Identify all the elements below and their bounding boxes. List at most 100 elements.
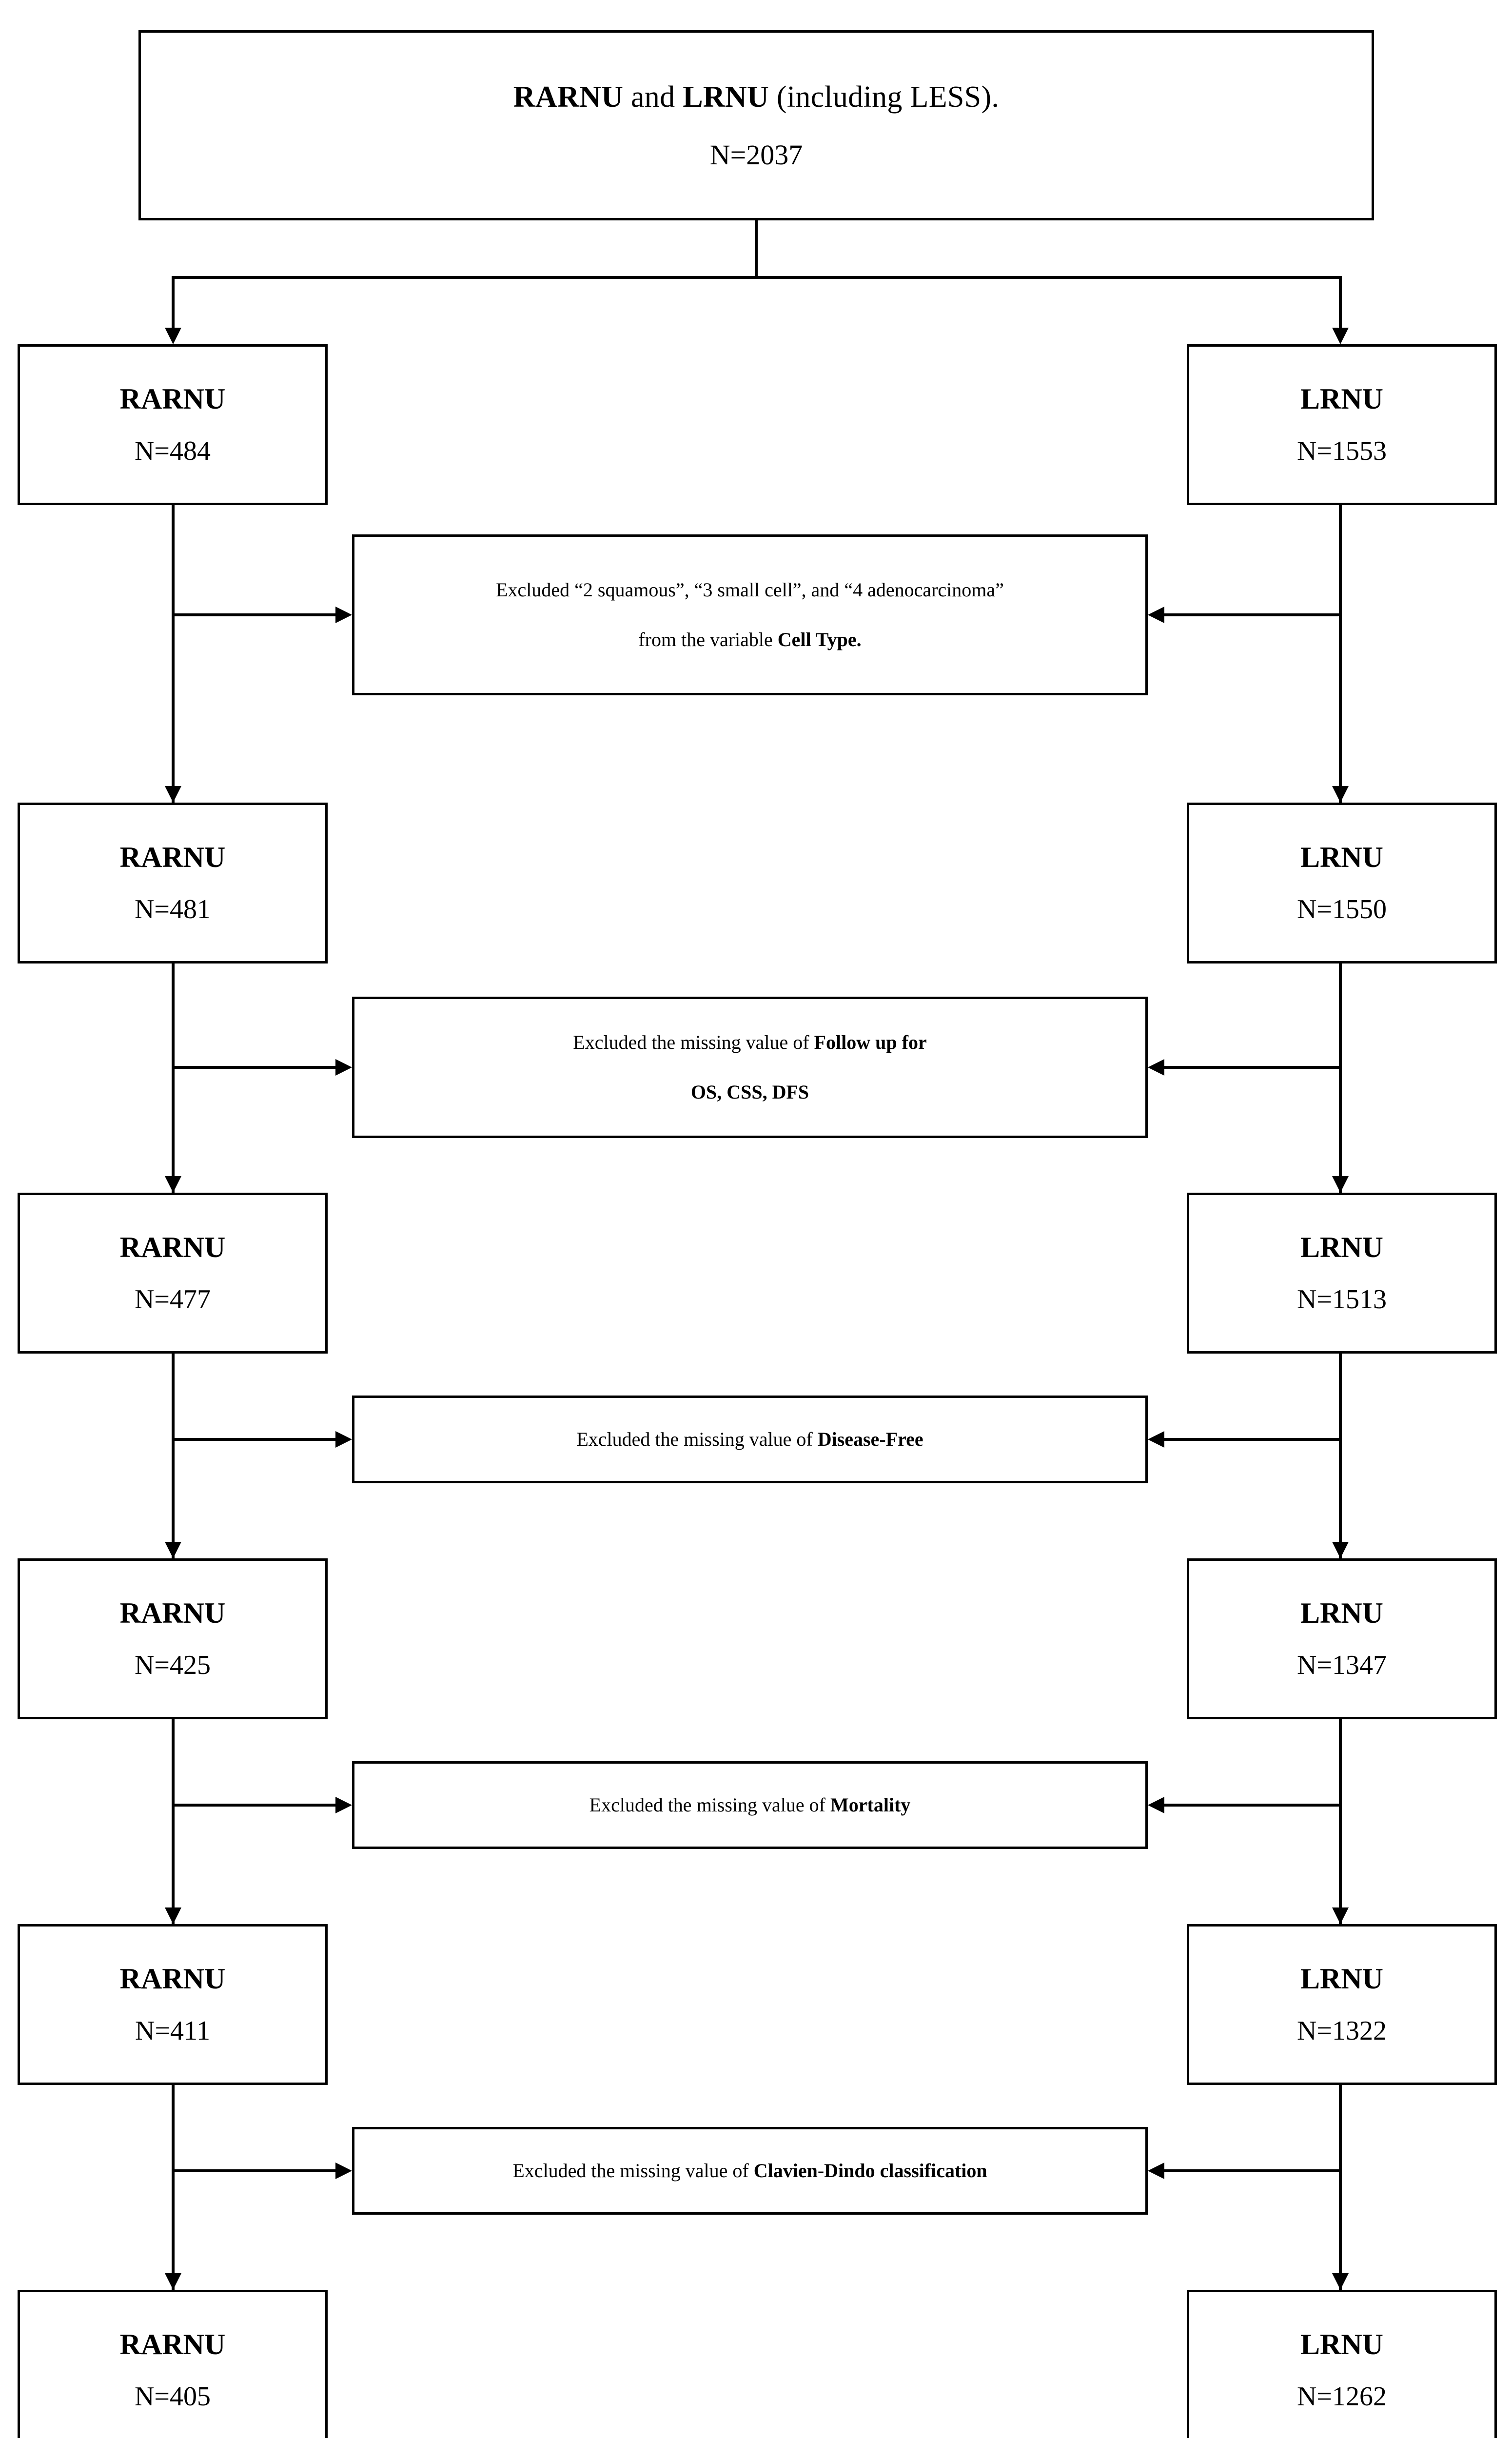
exclusion-line-1: Excluded the missing value of Clavien-Di… [512, 2158, 987, 2183]
node-lrnu-stage-1: LRNU N=1553 [1187, 344, 1497, 505]
exclusion-line-2-normal: from the variable [638, 629, 778, 650]
node-rarnu-stage-6: RARNU N=405 [18, 2290, 328, 2438]
node-count: N=484 [134, 436, 211, 467]
node-count: N=1513 [1296, 1284, 1387, 1315]
arrowhead-to-rarnu-4 [165, 1542, 181, 1558]
node-count: N=1553 [1296, 436, 1387, 467]
exclusion-box-3: Excluded the missing value of Disease-Fr… [352, 1396, 1148, 1483]
node-label: LRNU [1300, 1231, 1383, 1264]
enrollment-title: RARNU and LRNU (including LESS). [513, 79, 999, 117]
enrollment-title-suffix: (including LESS). [769, 80, 1000, 114]
exclusion-line-1-normal: Excluded the missing value of [573, 1031, 814, 1053]
connector-lrnu-to-exclusion-3 [1164, 1438, 1339, 1441]
enrollment-title-bold-rarnu: RARNU [513, 80, 624, 114]
exclusion-line-2-bold: Cell Type. [777, 629, 862, 650]
connector-lrnu-to-exclusion-5 [1164, 2169, 1339, 2172]
arrowhead-exclusion-2-right [1148, 1059, 1164, 1076]
arrowhead-to-lrnu-6 [1332, 2273, 1349, 2290]
node-label: LRNU [1300, 1963, 1383, 1995]
exclusion-line-1-normal: Excluded the missing value of [512, 2160, 754, 2182]
node-rarnu-stage-4: RARNU N=425 [18, 1558, 328, 1719]
connector-lrnu-1-to-2 [1339, 505, 1342, 803]
exclusion-line-1: Excluded the missing value of Disease-Fr… [576, 1427, 923, 1452]
node-count: N=477 [134, 1284, 211, 1315]
exclusion-line-1-normal: Excluded the missing value of [589, 1794, 830, 1816]
exclusion-line-2: from the variable Cell Type. [638, 627, 861, 652]
node-label: LRNU [1300, 1597, 1383, 1630]
connector-lrnu-3-to-4 [1339, 1354, 1342, 1558]
node-label: RARNU [119, 1597, 226, 1630]
node-rarnu-stage-1: RARNU N=484 [18, 344, 328, 505]
exclusion-box-4: Excluded the missing value of Mortality [352, 1761, 1148, 1849]
connector-top-stem [755, 220, 758, 279]
node-label: RARNU [119, 1963, 226, 1995]
node-label: RARNU [119, 2328, 226, 2361]
arrowhead-exclusion-1-right [1148, 607, 1164, 623]
exclusion-box-1: Excluded “2 squamous”, “3 small cell”, a… [352, 534, 1148, 695]
connector-rarnu-to-exclusion-1 [172, 613, 335, 616]
node-count: N=425 [134, 1650, 211, 1681]
arrowhead-to-rarnu-1 [165, 328, 181, 344]
node-lrnu-stage-4: LRNU N=1347 [1187, 1558, 1497, 1719]
exclusion-line-1-bold: Disease-Free [817, 1428, 923, 1450]
node-label: RARNU [119, 383, 226, 415]
connector-split-bar [172, 276, 1342, 279]
arrowhead-to-lrnu-3 [1332, 1176, 1349, 1193]
enrollment-title-mid: and [623, 80, 683, 114]
node-label: LRNU [1300, 2328, 1383, 2361]
exclusion-line-1-normal: Excluded the missing value of [576, 1428, 818, 1450]
arrowhead-exclusion-5-right [1148, 2163, 1164, 2179]
connector-rarnu-to-exclusion-3 [172, 1438, 335, 1441]
node-rarnu-stage-2: RARNU N=481 [18, 803, 328, 963]
arrowhead-to-lrnu-5 [1332, 1907, 1349, 1924]
node-label: RARNU [119, 841, 226, 874]
arrowhead-to-rarnu-6 [165, 2273, 181, 2290]
connector-lrnu-to-exclusion-1 [1164, 613, 1339, 616]
enrollment-count: N=2037 [709, 138, 803, 171]
arrowhead-exclusion-4-left [335, 1797, 352, 1813]
arrowhead-exclusion-3-right [1148, 1431, 1164, 1448]
node-lrnu-stage-2: LRNU N=1550 [1187, 803, 1497, 963]
exclusion-line-1-bold: Clavien-Dindo classification [753, 2160, 987, 2182]
arrowhead-exclusion-1-left [335, 607, 352, 623]
exclusion-line-1-bold: Mortality [830, 1794, 911, 1816]
connector-rarnu-5-to-6 [172, 2085, 175, 2290]
node-label: LRNU [1300, 383, 1383, 415]
arrowhead-exclusion-3-left [335, 1431, 352, 1448]
connector-split-right [1339, 276, 1342, 331]
connector-lrnu-to-exclusion-4 [1164, 1804, 1339, 1807]
node-label: RARNU [119, 1231, 226, 1264]
connector-lrnu-2-to-3 [1339, 963, 1342, 1193]
node-rarnu-stage-5: RARNU N=411 [18, 1924, 328, 2085]
arrowhead-to-lrnu-4 [1332, 1542, 1349, 1558]
node-rarnu-stage-3: RARNU N=477 [18, 1193, 328, 1354]
exclusion-box-2: Excluded the missing value of Follow up … [352, 997, 1148, 1138]
node-count: N=1262 [1296, 2381, 1387, 2412]
arrowhead-exclusion-2-left [335, 1059, 352, 1076]
connector-rarnu-3-to-4 [172, 1354, 175, 1558]
enrollment-box: RARNU and LRNU (including LESS). N=2037 [138, 30, 1374, 220]
node-count: N=411 [135, 2016, 210, 2046]
arrowhead-to-lrnu-2 [1332, 786, 1349, 803]
connector-rarnu-to-exclusion-5 [172, 2169, 335, 2172]
exclusion-line-1: Excluded the missing value of Follow up … [573, 1030, 926, 1055]
connector-rarnu-1-to-2 [172, 505, 175, 803]
arrowhead-to-rarnu-5 [165, 1907, 181, 1924]
connector-rarnu-4-to-5 [172, 1719, 175, 1924]
node-label: LRNU [1300, 841, 1383, 874]
connector-rarnu-to-exclusion-4 [172, 1804, 335, 1807]
arrowhead-to-lrnu-1 [1332, 328, 1349, 344]
arrowhead-exclusion-5-left [335, 2163, 352, 2179]
connector-rarnu-2-to-3 [172, 963, 175, 1193]
exclusion-line-1-bold: Follow up for [814, 1031, 927, 1053]
exclusion-box-5: Excluded the missing value of Clavien-Di… [352, 2127, 1148, 2215]
node-lrnu-stage-3: LRNU N=1513 [1187, 1193, 1497, 1354]
enrollment-title-bold-lrnu: LRNU [683, 80, 769, 114]
node-count: N=405 [134, 2381, 211, 2412]
connector-split-left [172, 276, 175, 331]
node-count: N=1550 [1296, 894, 1387, 925]
arrowhead-to-rarnu-2 [165, 786, 181, 803]
connector-lrnu-4-to-5 [1339, 1719, 1342, 1924]
connector-lrnu-to-exclusion-2 [1164, 1066, 1339, 1069]
